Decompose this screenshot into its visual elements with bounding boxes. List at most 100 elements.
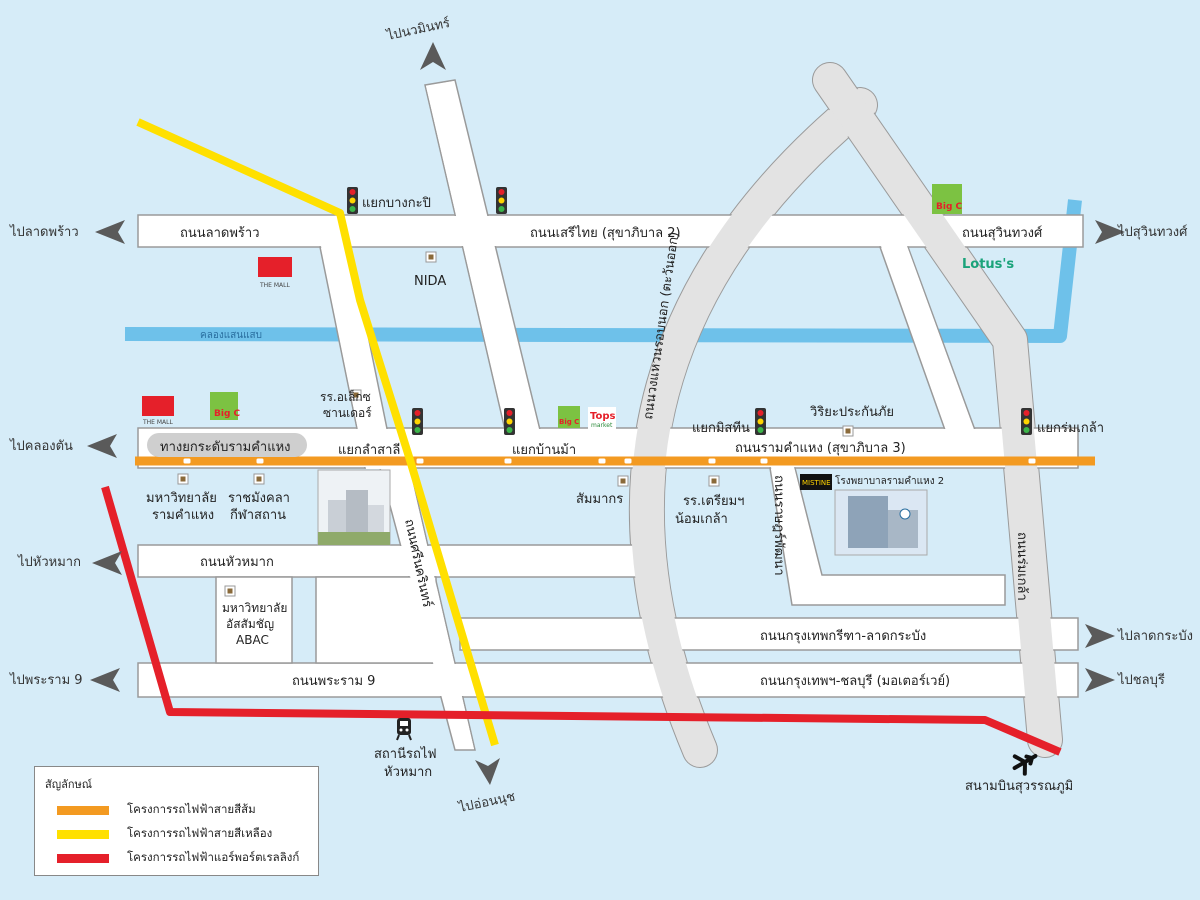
place-ru-line2: รามคำแหง xyxy=(152,508,214,523)
intersection-rom-klao: แยกร่มเกล้า xyxy=(1037,421,1104,436)
arrow-khlong-tan-icon xyxy=(87,434,117,458)
lotus-logo: Lotus's xyxy=(962,257,1014,272)
big-c-logo-3: Big C xyxy=(558,406,580,428)
map-legend: สัญลักษณ์ โครงการรถไฟฟ้าสายสีส้ม โครงการ… xyxy=(34,766,319,876)
hospital-building-thumbnail xyxy=(834,489,928,556)
train-icon xyxy=(396,718,412,741)
road-label-rat-phatthana: ถนนราษฎร์พัฒนา xyxy=(771,475,787,576)
svg-text:Big C: Big C xyxy=(936,202,963,212)
svg-text:Big C: Big C xyxy=(214,409,241,419)
traffic-light-icon xyxy=(412,408,423,435)
place-abac-line2: อัสสัมชัญ xyxy=(226,617,274,631)
orange-line-stations xyxy=(182,457,1037,465)
place-hospital: โรงพยาบาลรามคำแหง 2 xyxy=(835,474,944,487)
place-alexander-line2: ซานเดอร์ xyxy=(323,406,372,420)
legend-label-red: โครงการรถไฟฟ้าแอร์พอร์ตเรลลิงก์ xyxy=(127,850,300,864)
place-abac-line3: ABAC xyxy=(236,633,269,647)
road-label-rama9: ถนนพระราม 9 xyxy=(292,674,375,689)
poi-marker-icon xyxy=(708,475,720,487)
poi-marker-icon xyxy=(253,473,265,485)
poi-marker-icon xyxy=(425,251,437,263)
legend-label-yellow: โครงการรถไฟฟ้าสายสีเหลือง xyxy=(127,826,273,840)
legend-title: สัญลักษณ์ xyxy=(45,778,92,791)
mistine-logo: MISTINE xyxy=(800,474,832,490)
legend-row-yellow: โครงการรถไฟฟ้าสายสีเหลือง xyxy=(45,825,308,843)
place-triam-line1: รร.เตรียมฯ xyxy=(683,493,744,509)
svg-text:Big C: Big C xyxy=(559,418,579,426)
traffic-light-icon xyxy=(504,408,515,435)
poi-marker-icon xyxy=(177,473,189,485)
poi-markers xyxy=(177,251,854,597)
intersection-mistine: แยกมิสทีน xyxy=(692,420,750,436)
dir-hua-mak: ไปหัวหมาก xyxy=(17,554,81,570)
traffic-light-icon xyxy=(347,187,358,214)
arrow-chonburi-icon xyxy=(1085,668,1115,692)
poi-marker-icon xyxy=(617,475,629,487)
the-mall-logo-2: THE MALL xyxy=(142,396,174,426)
road-label-motorway: ถนนกรุงเทพฯ-ชลบุรี (มอเตอร์เวย์) xyxy=(760,673,950,689)
outer-ring-road-top xyxy=(630,89,876,766)
svg-text:market: market xyxy=(591,422,613,429)
place-wirya: วิริยะประกันภัย xyxy=(809,405,894,420)
big-c-logo-2: Big C xyxy=(932,184,963,214)
poi-marker-icon xyxy=(350,389,362,401)
place-nida: NIDA xyxy=(414,274,446,289)
place-station-line2: หัวหมาก xyxy=(384,765,432,780)
road-label-hua-mak: ถนนหัวหมาก xyxy=(200,555,274,570)
svg-text:MISTINE: MISTINE xyxy=(802,479,831,487)
traffic-light-icon xyxy=(1021,408,1032,435)
legend-swatch-red xyxy=(57,853,109,863)
dir-lat-phrao: ไปลาดพร้าว xyxy=(9,224,79,240)
place-rmutk-line1: ราชมังคลา xyxy=(228,491,290,506)
arrow-nawamin-icon xyxy=(420,42,446,70)
place-rmutk-line2: กีฬาสถาน xyxy=(230,507,286,523)
place-abac-line1: มหาวิทยาลัย xyxy=(222,601,287,615)
place-ru-line1: มหาวิทยาลัย xyxy=(146,491,217,506)
road-label-rom-klao: ถนนร่มเกล้า xyxy=(1014,532,1029,601)
place-triam-line2: น้อมเกล้า xyxy=(675,512,728,527)
dir-khlong-tan: ไปคลองตัน xyxy=(9,438,73,454)
intersection-ban-ma: แยกบ้านม้า xyxy=(512,443,576,458)
dir-lat-krabang: ไปลาดกระบัง xyxy=(1117,628,1193,644)
the-mall-logo-1: THE MALL xyxy=(258,257,292,289)
road-label-lat-phrao: ถนนลาดพร้าว xyxy=(180,226,260,241)
yellow-line xyxy=(136,118,499,747)
legend-swatch-yellow xyxy=(57,829,109,839)
road-label-suwinthawong: ถนนสุวินทวงศ์ xyxy=(962,225,1043,241)
place-sammakon: สัมมากร xyxy=(576,492,623,507)
legend-label-orange: โครงการรถไฟฟ้าสายสีส้ม xyxy=(127,802,256,816)
direction-arrows xyxy=(87,42,1125,785)
place-alexander-line1: รร.อเล็กซ xyxy=(320,389,371,404)
intersection-bang-kapi: แยกบางกะปิ xyxy=(362,196,431,211)
arrow-hua-mak-icon xyxy=(92,551,122,575)
canal-label: คลองแสนแสบ xyxy=(200,330,262,341)
tops-logo: Tops market xyxy=(588,407,616,429)
legend-row-orange: โครงการรถไฟฟ้าสายสีส้ม xyxy=(45,801,308,819)
svg-text:THE MALL: THE MALL xyxy=(259,282,290,289)
place-station-line1: สถานีรถไฟ xyxy=(374,746,437,762)
srinakarin-building-thumbnail xyxy=(317,469,391,546)
traffic-light-icon xyxy=(496,187,507,214)
arrow-lat-krabang-icon xyxy=(1085,624,1115,648)
legend-row-red: โครงการรถไฟฟ้าแอร์พอร์ตเรลลิงก์ xyxy=(45,849,308,867)
arrow-lat-phrao-icon xyxy=(95,220,125,244)
expressway-label: ทางยกระดับรามคำแหง xyxy=(160,440,291,455)
road-label-ramkhamhaeng: ถนนรามคำแหง (สุขาภิบาล 3) xyxy=(735,441,906,456)
expressway-pill xyxy=(147,433,307,457)
airport-rail-link xyxy=(101,485,1062,756)
dir-suwinthawong: ไปสุวินทวงศ์ xyxy=(1117,224,1188,240)
intersection-lam-sali: แยกลำสาลี xyxy=(338,442,400,458)
legend-swatch-orange xyxy=(57,805,109,815)
rom-klao-road-top xyxy=(814,64,1061,756)
dir-rama9: ไปพระราม 9 xyxy=(9,672,83,688)
poi-marker-icon xyxy=(224,585,236,597)
big-c-logo-1: Big C xyxy=(210,392,241,420)
poi-marker-icon xyxy=(842,425,854,437)
road-label-seri-thai: ถนนเสรีไทย (สุขาภิบาล 2) xyxy=(530,225,681,241)
arrow-on-nut-icon xyxy=(475,758,500,785)
road-label-krungthep-kreetha: ถนนกรุงเทพกรีฑา-ลาดกระบัง xyxy=(760,628,926,644)
svg-text:THE MALL: THE MALL xyxy=(142,419,173,426)
svg-text:Tops: Tops xyxy=(590,411,616,422)
traffic-light-icon xyxy=(755,408,766,435)
